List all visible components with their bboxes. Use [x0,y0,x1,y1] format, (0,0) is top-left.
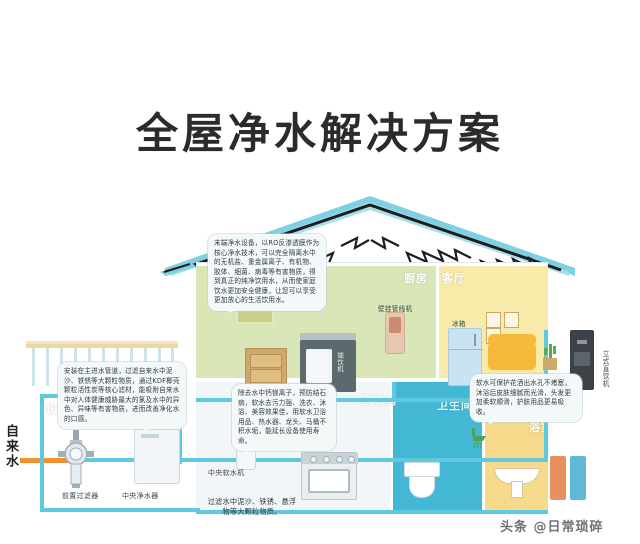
equipment-bottom-pipe [40,508,200,512]
callout-ro-purifier: 末端净水设备，以RO反渗透膜作为核心净水技术，可以完全隔离水中的无机盐、重金属离… [208,234,326,313]
return-pipe-bottom [196,510,548,514]
central-purifier-label: 中央净水器 [122,492,159,500]
washing-machine [301,452,358,500]
room-label-living-room: 客厅 [442,272,466,285]
standing-dispenser-label: 立式直饮机 [601,350,609,388]
divider-laundry-bath [390,381,393,512]
pre-filter-label: 前置过滤器 [62,492,99,500]
distribution-pipe-upper [196,398,548,402]
page-title: 全屋净水解决方案 [135,109,504,158]
roof-eave-left [160,262,196,276]
sofa [488,334,536,370]
potted-plant-icon [543,340,557,360]
refrigerator-label: 冰箱 [452,320,466,328]
pre-filter-device [58,430,94,488]
plant-pot [543,358,557,370]
divider-bath-shower [482,381,485,512]
divider-kitchen-living [436,266,439,381]
callout-softener: 除去水中钙镁离子，预防结石病，软水去污力强、洗衣、沐浴、美容效果佳，用软水卫浴用… [232,384,336,454]
wall-picture-group [486,312,538,344]
wall-mounted-pipeline-machine [385,312,405,354]
wall-pipeline-machine-label: 壁挂管线机 [378,305,413,313]
inlet-pipe [20,458,72,463]
tap-water-inlet-label: 自来水 [3,424,18,469]
room-bathroom [392,381,484,512]
under-sink-purifier-label: 端饮机 [336,352,344,373]
bathroom-sink [494,462,540,498]
equipment-left-riser [40,394,44,512]
under-sink-purifier [300,333,356,392]
callout-shower-benefit: 软水可保护花洒出水孔不堵塞，沐浴后皮肤细腻而光滑，头发更加柔软顺滑，护肤用品更易… [470,374,582,425]
callout-pre-filter: 安装在主进水管道，过滤自来水中泥沙、铁锈等大颗粒物质，通过KDF椰壳颗粒活性炭等… [58,362,186,432]
towel-blue [570,456,586,500]
room-label-bathroom: 卫生间 [437,399,473,412]
central-softener-label: 中央软水机 [208,469,245,477]
toilet [404,462,440,500]
riser-bathroom [392,382,396,402]
callout-central-purifier: 过滤水中泥沙、铁锈、悬浮物等大颗粒物质。 [207,497,297,517]
room-label-kitchen: 厨房 [404,272,428,285]
watermark-text: 头条 @日常琐碎 [500,520,604,535]
divider-floor [196,378,548,382]
shower-head-icon [470,428,492,450]
watermark: 头条 @日常琐碎 [500,516,604,535]
towel-orange [550,456,566,500]
